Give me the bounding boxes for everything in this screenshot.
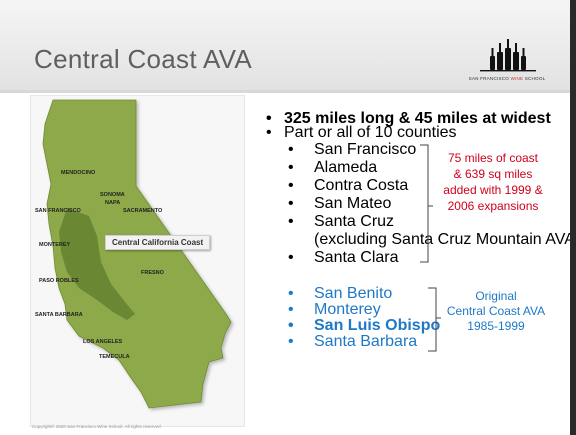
map-label-monterey: MONTEREY: [39, 242, 71, 248]
map-label-sonoma: SONOMA: [100, 192, 125, 198]
school-logo: SAN FRANCISCO WINE SCHOOL: [462, 38, 552, 84]
map-label-fresno: FRESNO: [141, 270, 164, 276]
logo-text-right: SCHOOL: [523, 76, 546, 81]
bullet-dot: •: [266, 110, 272, 127]
bullet-dot: •: [266, 124, 272, 141]
region-label: Central California Coast: [105, 235, 211, 250]
map-label-san-francisco: SAN FRANCISCO: [35, 208, 81, 214]
county-santa-cruz-note: (excluding Santa Cruz Mountain AVA): [314, 231, 576, 248]
expansion-note: 75 miles of coast & 639 sq miles added w…: [443, 151, 543, 213]
map-label-sacramento: SACRAMENTO: [123, 208, 163, 214]
map-label-santa-barbara: SANTA BARBARA: [35, 312, 83, 318]
map-label-napa: NAPA: [105, 200, 121, 206]
map-label-mendocino: MENDOCINO: [61, 170, 96, 176]
slide-title: Central Coast AVA: [34, 44, 253, 74]
original-ava-note: Original Central Coast AVA 1985-1999: [446, 289, 546, 333]
map-label-paso-robles: PASO ROBLES: [39, 278, 79, 284]
wine-bottles-icon: [480, 39, 536, 72]
logo-text-left: SAN FRANCISCO: [468, 76, 511, 81]
slide-header: Central Coast AVA SAN FRANCISCO WINE SCH…: [0, 0, 570, 90]
map-label-temecula: TEMECULA: [99, 354, 130, 360]
window-edge: [570, 0, 576, 435]
california-map-graphic: [42, 99, 232, 409]
map-label-los-angeles: LOS ANGELES: [83, 339, 123, 345]
logo-caption: SAN FRANCISCO WINE SCHOOL: [462, 76, 552, 81]
california-map: MENDOCINO SONOMA NAPA SAN FRANCISCO SACR…: [30, 95, 245, 427]
copyright-text: Copyright© 2020 San Francisco Wine Schoo…: [32, 424, 161, 429]
logo-text-wine: WINE: [510, 76, 524, 81]
header-divider: [0, 90, 570, 93]
